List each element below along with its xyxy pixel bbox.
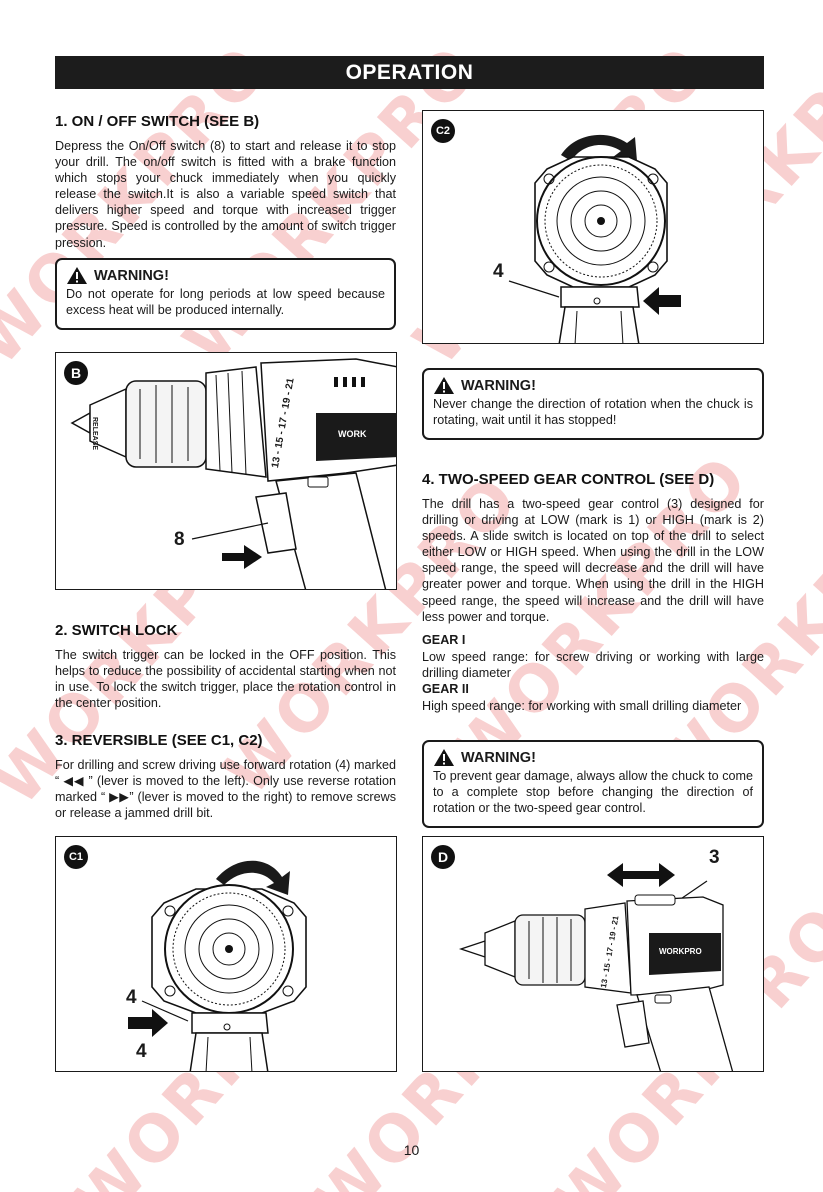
- warning-text: To prevent gear damage, always allow the…: [433, 769, 753, 815]
- callout-number: 4: [126, 987, 137, 1008]
- gear-label: GEAR I: [422, 633, 466, 647]
- gear-label: GEAR II: [422, 682, 469, 696]
- figure-label: B: [64, 361, 88, 385]
- callout-number: 4: [136, 1041, 147, 1062]
- warning-box: WARNING! Never change the direction of r…: [422, 368, 764, 440]
- section-heading: 2. SWITCH LOCK: [55, 622, 178, 639]
- warning-icon: [434, 377, 454, 394]
- figure-c2: C2 4: [422, 110, 764, 344]
- gear-text: Low speed range: for screw driving or wo…: [422, 650, 764, 681]
- drill-illustration: [70, 358, 396, 589]
- figure-d: D 13 - 15 - 17 - 19 - 21 WORKPRO 3: [422, 836, 764, 1072]
- section-heading: 4. TWO-SPEED GEAR CONTROL (SEE D): [422, 471, 715, 488]
- page-number: 10: [403, 1142, 420, 1158]
- section-heading: 3. REVERSIBLE (SEE C1, C2): [55, 732, 263, 749]
- warning-icon: [434, 749, 454, 766]
- callout-number: 8: [174, 529, 185, 550]
- drill-side-illustration: [458, 863, 734, 1071]
- warning-title: WARNING!: [461, 749, 536, 766]
- figure-label: C2: [431, 119, 455, 143]
- warning-box: WARNING! Do not operate for long periods…: [55, 258, 396, 330]
- chuck-release-text: RELEASE: [91, 417, 98, 451]
- section-heading: 1. ON / OFF SWITCH (SEE B): [55, 113, 260, 130]
- figure-b: B RELEASE 13 - 15 - 17 -: [55, 352, 397, 590]
- figure-c1: C1 4 4: [55, 836, 397, 1072]
- figure-label: C1: [64, 845, 88, 869]
- gear-text: High speed range: for working with small…: [422, 699, 742, 713]
- brand-logo: WORKPRO: [659, 947, 702, 956]
- warning-title: WARNING!: [461, 377, 536, 394]
- figure-label: D: [431, 845, 455, 869]
- page-title: OPERATION: [55, 56, 764, 89]
- warning-text: Do not operate for long periods at low s…: [66, 287, 385, 317]
- brand-logo: WORK: [338, 429, 367, 439]
- section-text: Depress the On/Off switch (8) to start a…: [55, 139, 396, 250]
- warning-text: Never change the direction of rotation w…: [433, 397, 753, 427]
- section-text: The switch trigger can be locked in the …: [55, 648, 396, 711]
- drill-front-illustration: [128, 860, 307, 1071]
- warning-icon: [67, 267, 87, 284]
- warning-box: WARNING! To prevent gear damage, always …: [422, 740, 764, 828]
- warning-title: WARNING!: [94, 267, 169, 284]
- callout-number: 4: [493, 261, 504, 282]
- callout-number: 3: [709, 847, 720, 868]
- drill-front-illustration: [508, 134, 681, 343]
- section-text: For drilling and screw driving use forwa…: [55, 758, 396, 821]
- section-text: The drill has a two-speed gear control (…: [422, 497, 764, 624]
